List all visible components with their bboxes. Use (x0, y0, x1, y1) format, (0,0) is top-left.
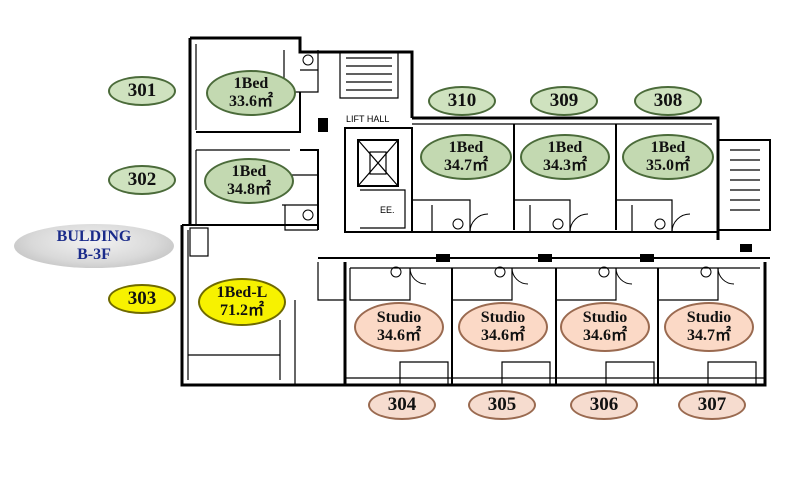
unit-type-310: 1Bed (448, 138, 484, 156)
unit-number-306[interactable]: 306 (570, 390, 638, 420)
unit-type-306: Studio (582, 308, 628, 326)
unit-area-307: 34.7㎡ (686, 327, 731, 344)
unit-type-307: Studio (686, 308, 732, 326)
unit-info-303[interactable]: 1Bed-L 71.2㎡ (198, 278, 286, 326)
unit-info-304[interactable]: Studio 34.6㎡ (354, 302, 444, 352)
unit-number-301[interactable]: 301 (108, 76, 176, 106)
unit-area-303: 71.2㎡ (219, 302, 264, 319)
unit-info-309[interactable]: 1Bed 34.3㎡ (520, 134, 610, 180)
unit-number-307[interactable]: 307 (678, 390, 746, 420)
unit-area-306: 34.6㎡ (582, 327, 627, 344)
unit-number-309[interactable]: 309 (530, 86, 598, 116)
unit-type-308: 1Bed (650, 138, 686, 156)
unit-info-308[interactable]: 1Bed 35.0㎡ (622, 134, 714, 180)
unit-area-304: 34.6㎡ (376, 327, 421, 344)
unit-type-305: Studio (480, 308, 526, 326)
unit-area-308: 35.0㎡ (645, 157, 690, 174)
unit-info-306[interactable]: Studio 34.6㎡ (560, 302, 650, 352)
unit-info-301[interactable]: 1Bed 33.6㎡ (206, 70, 296, 116)
unit-number-310[interactable]: 310 (428, 86, 496, 116)
unit-area-309: 34.3㎡ (542, 157, 587, 174)
unit-type-301: 1Bed (233, 74, 269, 92)
unit-area-302: 34.8㎡ (226, 181, 271, 198)
unit-number-302[interactable]: 302 (108, 165, 176, 195)
unit-type-302: 1Bed (231, 162, 267, 180)
unit-type-304: Studio (376, 308, 422, 326)
building-floor: B-3F (77, 246, 111, 263)
unit-number-303[interactable]: 303 (108, 284, 176, 314)
building-floor-label: BULDING B-3F (14, 224, 174, 268)
unit-number-308[interactable]: 308 (634, 86, 702, 116)
unit-number-305[interactable]: 305 (468, 390, 536, 420)
unit-info-307[interactable]: Studio 34.7㎡ (664, 302, 754, 352)
unit-info-305[interactable]: Studio 34.6㎡ (458, 302, 548, 352)
unit-info-310[interactable]: 1Bed 34.7㎡ (420, 134, 512, 180)
unit-area-305: 34.6㎡ (480, 327, 525, 344)
unit-area-310: 34.7㎡ (443, 157, 488, 174)
unit-info-302[interactable]: 1Bed 34.8㎡ (204, 158, 294, 204)
unit-type-309: 1Bed (547, 138, 583, 156)
lift-hall-label: LIFT HALL (346, 114, 390, 124)
unit-area-301: 33.6㎡ (228, 93, 273, 110)
ee-label: EE. (380, 205, 395, 215)
building-name: BULDING (56, 228, 132, 246)
unit-number-304[interactable]: 304 (368, 390, 436, 420)
unit-type-303: 1Bed-L (216, 283, 268, 301)
